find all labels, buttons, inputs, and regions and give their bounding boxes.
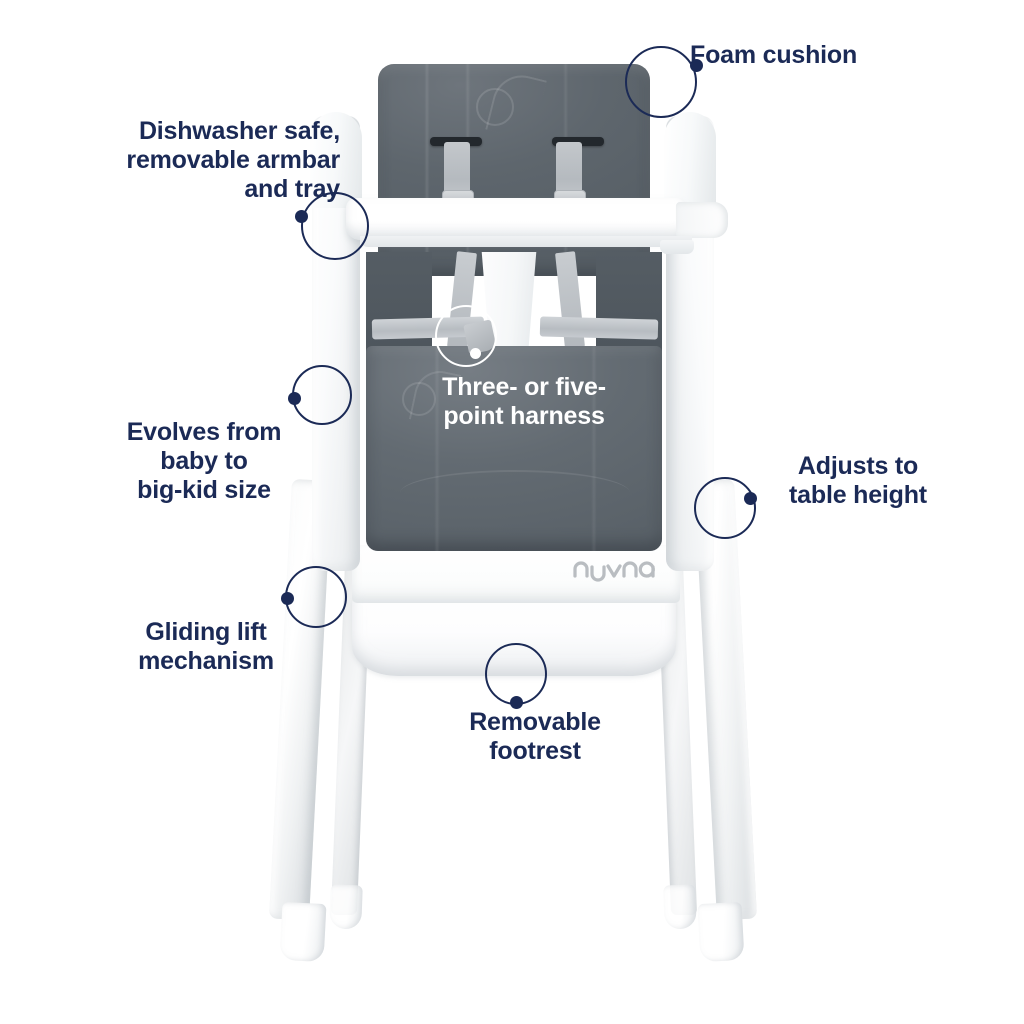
callout-label-evolves-baby-to-big-kid: Evolves from baby to big-kid size [126, 418, 282, 504]
backrest-embossed-ring [476, 88, 514, 126]
frame-rail-cap-right [664, 112, 716, 208]
tray-release-tab [660, 240, 694, 254]
seat-pad-cushion [366, 346, 662, 551]
callout-ring-three-or-five-point-harness [435, 305, 497, 367]
callout-label-removable-footrest: Removable footrest [469, 708, 601, 765]
callout-label-three-or-five-point-harness: Three- or five- point harness [442, 373, 606, 430]
callout-dot-gliding-lift-mechanism [281, 592, 294, 605]
callout-label-dishwasher-safe-armbar-tray: Dishwasher safe, removable armbar and tr… [126, 117, 340, 203]
callout-ring-evolves-baby-to-big-kid [292, 365, 352, 425]
callout-ring-gliding-lift-mechanism [285, 566, 347, 628]
seatpad-embossed-ring [402, 382, 436, 416]
callout-dot-foam-cushion [690, 59, 703, 72]
tray-right-wing [676, 202, 728, 238]
callout-dot-evolves-baby-to-big-kid [288, 392, 301, 405]
front-foot-cap-left [279, 901, 327, 963]
rear-foot-cap-left [329, 884, 363, 930]
rear-foot-cap-right [663, 884, 697, 930]
front-foot-cap-right [697, 901, 745, 963]
harness-slot-left [430, 137, 482, 146]
waist-strap-right [539, 316, 659, 340]
seat-bolster-left [366, 252, 432, 362]
tray-lip [360, 236, 692, 247]
seatpad-seam [400, 470, 630, 516]
seat-bolster-right [596, 252, 662, 362]
callout-label-adjusts-to-table-height: Adjusts to table height [789, 452, 927, 509]
callout-ring-adjusts-to-table-height [694, 477, 756, 539]
nuna-brand-logo [572, 556, 656, 586]
callout-ring-foam-cushion [625, 46, 697, 118]
callout-dot-three-or-five-point-harness [470, 348, 481, 359]
removable-tray [346, 198, 686, 240]
callout-dot-removable-footrest [510, 696, 523, 709]
harness-slot-right [552, 137, 604, 146]
callout-label-foam-cushion: Foam cushion [690, 41, 858, 69]
callout-ring-dishwasher-safe-armbar-tray [301, 192, 369, 260]
callout-dot-adjusts-to-table-height [744, 492, 757, 505]
callout-label-gliding-lift-mechanism: Gliding lift mechanism [138, 618, 274, 675]
callout-dot-dishwasher-safe-armbar-tray [295, 210, 308, 223]
